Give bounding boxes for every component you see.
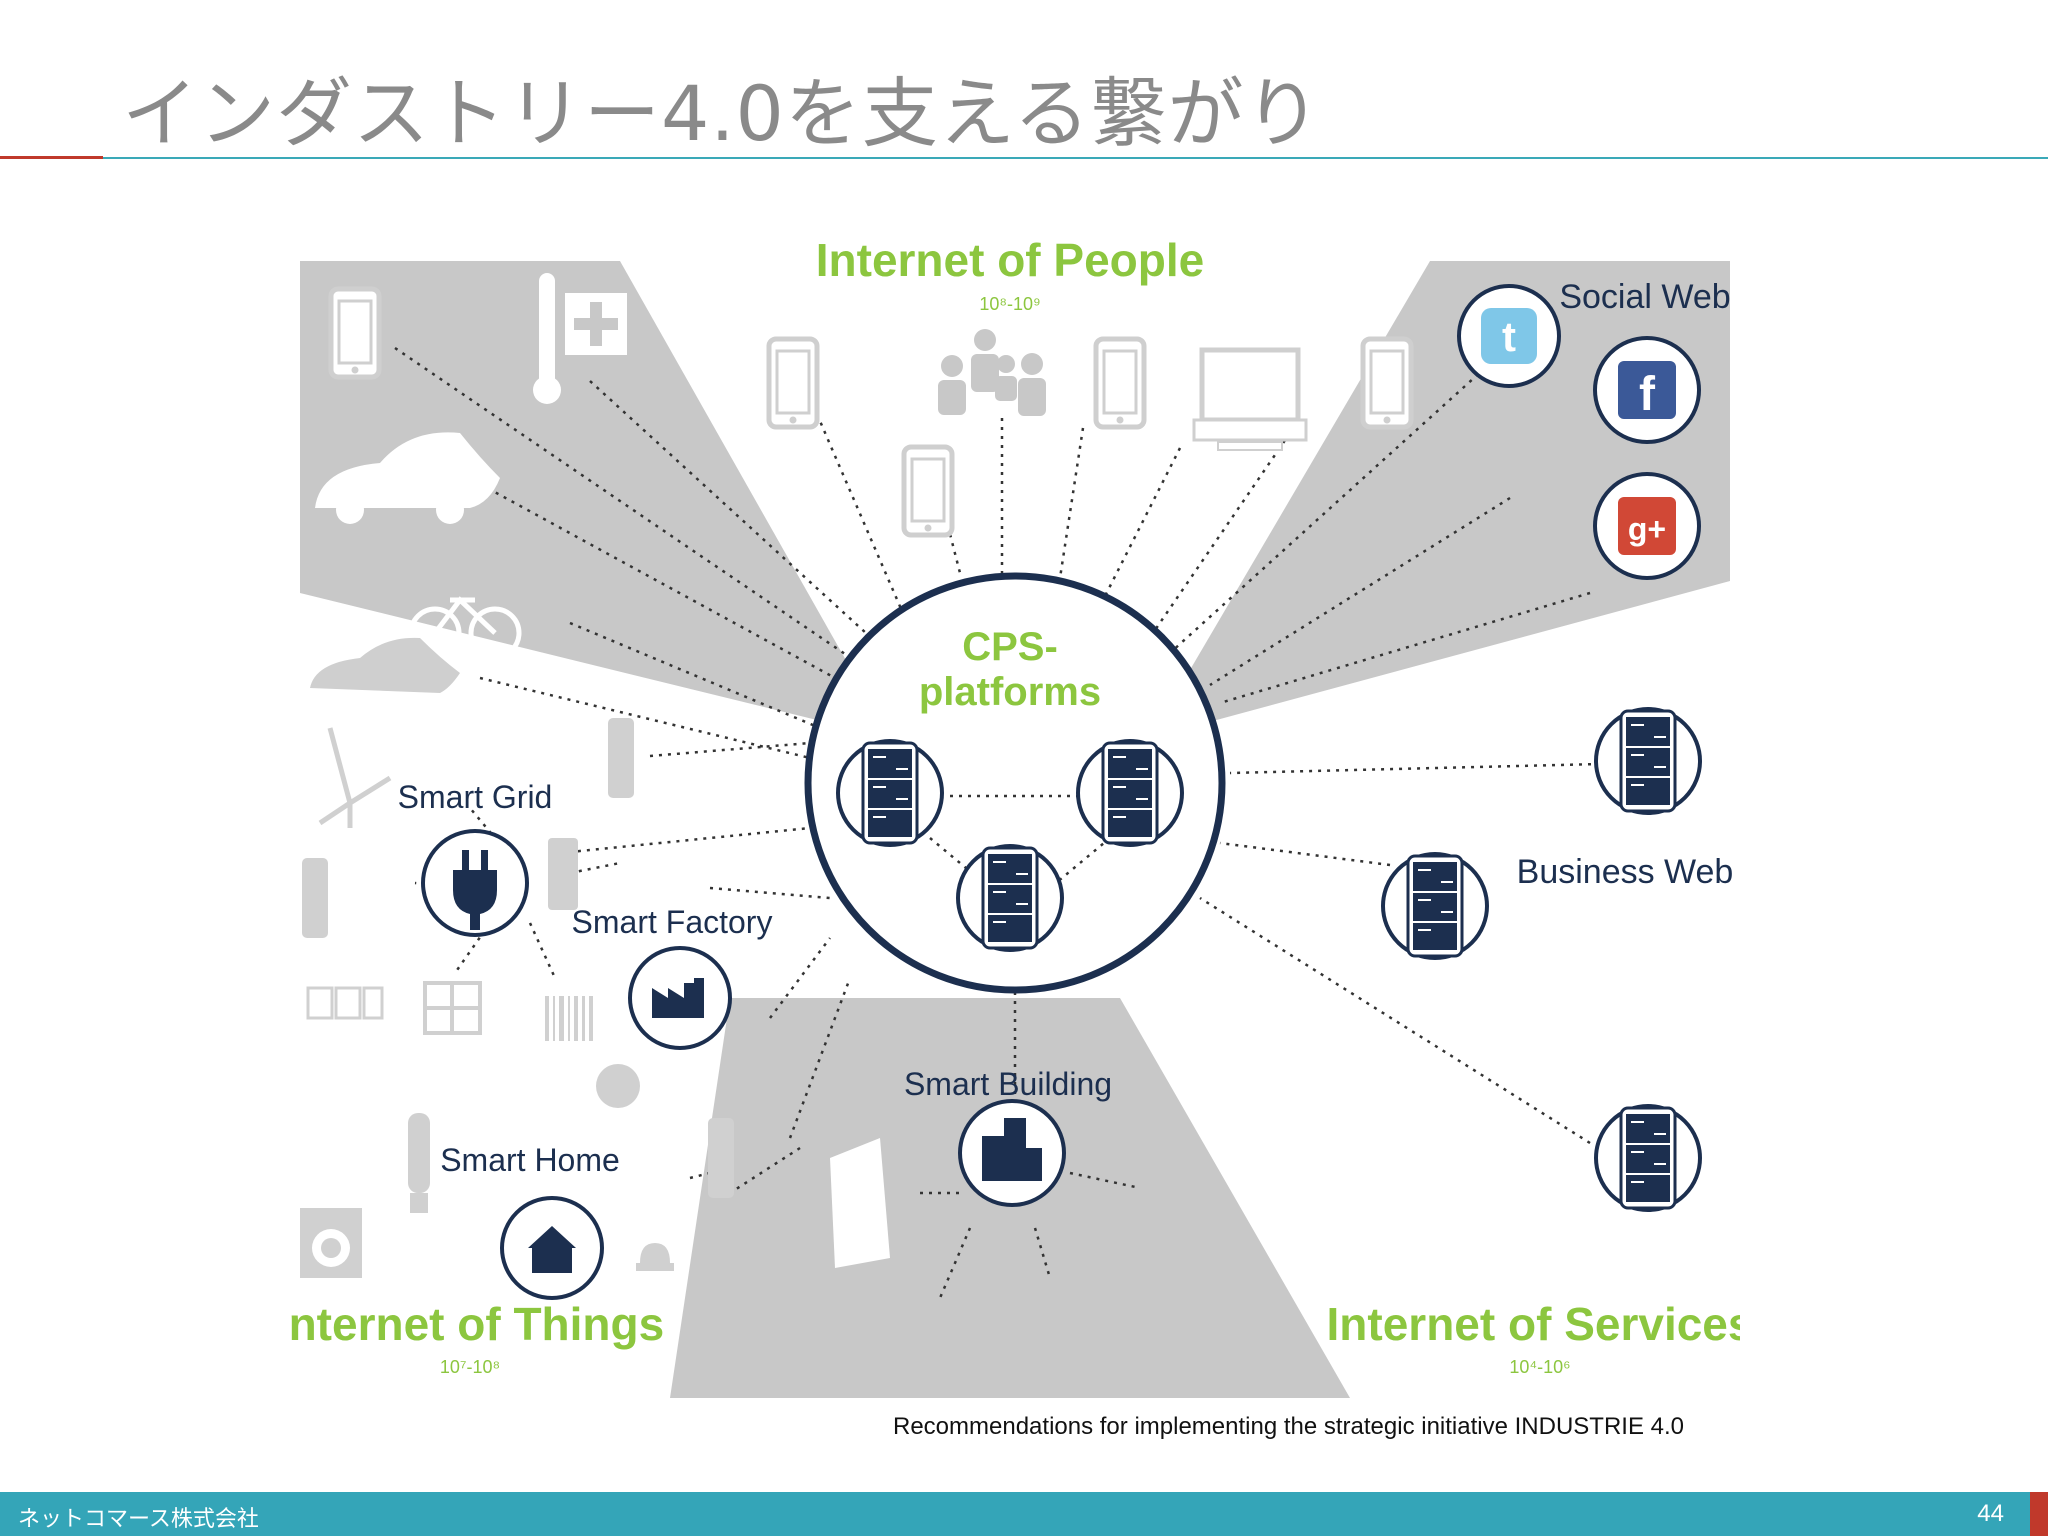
alarm-icon	[636, 1243, 674, 1271]
title-rule	[103, 157, 2048, 159]
tools-icon	[596, 1064, 640, 1108]
internet-of-people-label: Internet of People	[816, 234, 1204, 286]
services-sector	[1150, 261, 1730, 738]
electric-car-icon	[315, 432, 500, 524]
business-server-top	[1594, 707, 1702, 815]
internet-of-things-range: 10⁷-10⁸	[440, 1357, 500, 1377]
hub-server-right	[1076, 739, 1184, 847]
business-server-bottom	[1594, 1104, 1702, 1212]
smart-grid-node	[421, 829, 529, 937]
footer-company: ネットコマース株式会社	[18, 1507, 259, 1532]
source-citation: Recommendations for implementing the str…	[893, 1413, 1684, 1440]
cps-platform-hub	[804, 572, 1226, 994]
hub-server-bottom	[956, 844, 1064, 952]
hub-server-left	[836, 739, 944, 847]
factory-icon	[652, 978, 704, 1018]
internet-of-people-range: 10⁸-10⁹	[979, 294, 1040, 314]
google-plus-icon: g+	[1593, 472, 1701, 580]
thermometer-icon	[533, 273, 561, 404]
smart-grid-label: Smart Grid	[398, 779, 553, 815]
footer-accent	[2030, 1492, 2048, 1536]
house-icon	[528, 1226, 576, 1273]
smart-home-label: Smart Home	[440, 1142, 620, 1178]
people-group-icon	[938, 329, 1046, 416]
internet-of-services-range: 10⁴-10⁶	[1509, 1357, 1570, 1377]
hub-label-line1: CPS-	[962, 625, 1058, 669]
hub-label-line2: platforms	[919, 670, 1101, 714]
twitter-icon: t	[1457, 284, 1561, 388]
wind-turbine-icon	[318, 727, 392, 828]
business-web-label: Business Web	[1517, 853, 1734, 891]
smartphone-icon	[1363, 339, 1411, 427]
bicycle-icon	[408, 596, 522, 660]
light-bulb-icon	[408, 1113, 430, 1213]
electric-car-icon	[310, 637, 460, 693]
battery-icon	[548, 838, 578, 910]
smart-factory-label: Smart Factory	[572, 904, 773, 940]
buildings-icon	[982, 1118, 1042, 1181]
svg-text:g+: g+	[1628, 511, 1666, 547]
washing-machine-icon	[300, 1208, 362, 1278]
smartphone-icon	[904, 447, 952, 535]
footer-bar: ネットコマース株式会社 44	[0, 1492, 2048, 1536]
smart-home-node	[500, 1196, 604, 1300]
door-icon	[830, 1138, 890, 1268]
facebook-icon: f	[1593, 336, 1701, 444]
smart-factory-node	[628, 946, 732, 1050]
laptop-icon	[1192, 347, 1308, 451]
industrie40-diagram: CPS- platforms Internet of People 10⁸-10…	[290, 234, 1740, 1398]
meter-icon	[306, 986, 384, 1020]
barcode-icon	[545, 996, 593, 1041]
slide-title: インダストリー4.0を支える繋がり	[122, 69, 1322, 158]
social-web-label: Social Web	[1559, 278, 1730, 316]
charging-station-icon	[608, 718, 634, 798]
title-rule-accent	[0, 156, 103, 159]
charging-station-icon	[708, 1118, 734, 1198]
business-server-middle	[1381, 852, 1489, 960]
first-aid-icon	[565, 293, 627, 355]
smartphone-icon	[769, 339, 817, 427]
smartphone-icon	[331, 289, 379, 377]
internet-of-things-label: Internet of Things	[290, 1298, 664, 1350]
svg-text:t: t	[1502, 313, 1516, 360]
smartphone-icon	[1096, 339, 1144, 427]
solar-panel-icon	[423, 981, 482, 1035]
smart-building-label: Smart Building	[904, 1066, 1112, 1102]
svg-text:f: f	[1639, 368, 1656, 421]
page-number: 44	[1977, 1500, 2004, 1527]
charging-station-icon	[302, 858, 328, 938]
power-plug-icon	[453, 850, 497, 930]
smart-building-node	[958, 1099, 1066, 1207]
internet-of-services-label: Internet of Services	[1327, 1298, 1740, 1350]
